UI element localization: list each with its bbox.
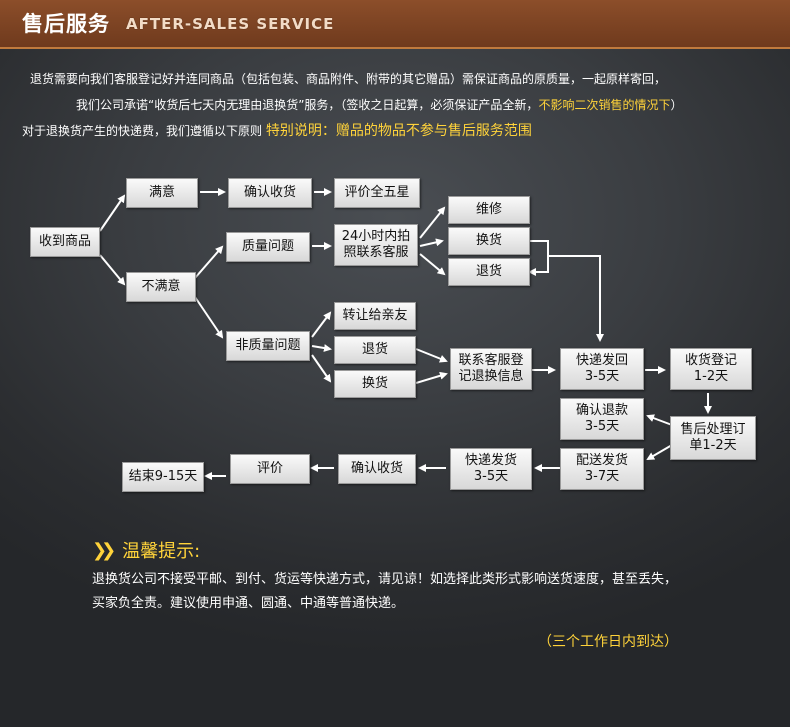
intro-line-3: 对于退换货产生的快递费，我们遵循以下原则 特别说明：赠品的物品不参与售后服务范围 [22,120,532,140]
intro-line-1: 退货需要向我们客服登记好并连同商品（包括包装、商品附件、附带的其它赠品）需保证商… [30,72,667,86]
node-exchange-2: 换货 [334,370,416,398]
node-confirm-receipt-1: 确认收货 [228,178,312,208]
node-express-return: 快递发回 3-5天 [560,348,644,390]
node-satisfied: 满意 [126,178,198,208]
node-non-quality-issue: 非质量问题 [226,331,310,361]
node-five-star-review: 评价全五星 [334,178,420,208]
node-repair: 维修 [448,196,530,224]
node-delivery-send: 配送发货 3-7天 [560,448,644,490]
node-receive-goods: 收到商品 [30,227,100,257]
tips-heading: ❯❯ 温馨提示: [92,537,200,563]
node-end: 结束9-15天 [122,462,204,492]
node-review: 评价 [230,454,310,484]
node-confirm-refund: 确认退款 3-5天 [560,398,644,440]
intro-line-2-c: ） [670,98,683,112]
node-after-sales-process: 售后处理订 单1-2天 [670,416,756,460]
node-contact-register: 联系客服登 记退换信息 [450,348,532,390]
delivery-note: （三个工作日内到达） [538,634,678,650]
header-title-en: AFTER-SALES SERVICE [126,15,335,33]
header-title-cn: 售后服务 [22,12,110,36]
intro-line-2-a: 我们公司承诺“收货后七天内无理由退换货”服务，（签收之日起算，必须保证产品全新， [76,98,539,112]
node-confirm-receipt-2: 确认收货 [338,454,416,484]
double-chevron-icon: ❯❯ [92,539,116,561]
node-exchange-1: 换货 [448,227,530,255]
intro-line-2-highlight: 不影响二次销售的情况下 [538,98,671,112]
intro-line-2: 我们公司承诺“收货后七天内无理由退换货”服务，（签收之日起算，必须保证产品全新，… [76,96,682,113]
tips-title: 温馨提示: [122,541,201,562]
node-return-1: 退货 [448,258,530,286]
node-return-2: 退货 [334,336,416,364]
node-register-receipt: 收货登记 1-2天 [670,348,752,390]
node-transfer-friend: 转让给亲友 [334,302,416,330]
node-photo-contact: 24小时内拍 照联系客服 [334,224,418,266]
special-note: 特别说明：赠品的物品不参与售后服务范围 [265,123,532,139]
tips-line-1: 退换货公司不接受平邮、到付、货运等快递方式，请见谅！如选择此类形式影响送货速度，… [92,572,678,587]
node-express-send: 快递发货 3-5天 [450,448,532,490]
tips-line-2: 买家负全责。建议使用申通、圆通、中通等普通快递。 [92,596,405,611]
node-dissatisfied: 不满意 [126,272,196,302]
node-quality-issue: 质量问题 [226,232,310,262]
header-bar: 售后服务 AFTER-SALES SERVICE [0,0,790,49]
intro-line-3-a: 对于退换货产生的快递费，我们遵循以下原则 [22,124,263,138]
